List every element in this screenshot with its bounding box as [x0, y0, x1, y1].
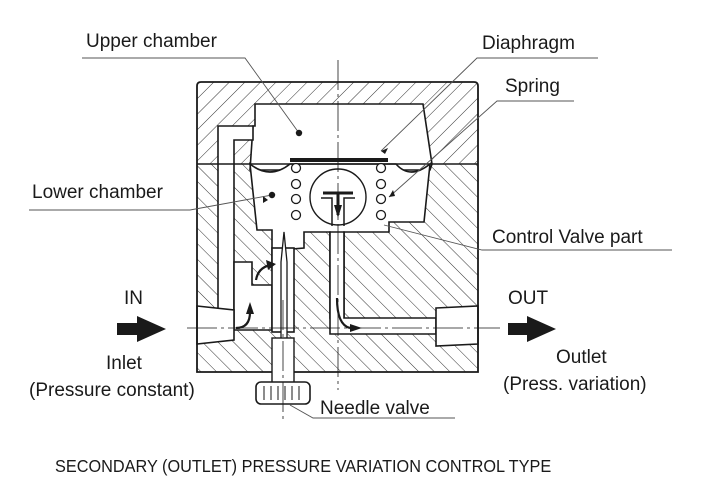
label-upper-chamber: Upper chamber [86, 31, 217, 52]
body-outline [196, 81, 479, 373]
flow-arrow-heads [246, 196, 362, 332]
label-outlet: Outlet [556, 347, 607, 368]
label-needle-valve: Needle valve [320, 398, 430, 419]
label-outlet-note: (Press. variation) [503, 374, 647, 395]
label-spring: Spring [505, 76, 560, 97]
leader-markers [268, 129, 395, 199]
outlet-port [435, 305, 479, 347]
diaphragm-plate [290, 158, 388, 162]
label-inlet-note: (Pressure constant) [29, 380, 195, 401]
label-in: IN [124, 288, 143, 309]
inlet-port [196, 305, 235, 345]
label-lower-chamber: Lower chamber [32, 182, 163, 203]
valve-seat [321, 197, 355, 226]
label-diaphragm: Diaphragm [482, 33, 575, 54]
spring-coils [290, 162, 387, 221]
label-out: OUT [508, 288, 549, 309]
label-control-valve-part: Control Valve part [492, 227, 643, 248]
out-arrow-icon [508, 316, 556, 342]
label-inlet: Inlet [106, 353, 142, 374]
leader-lines [29, 57, 672, 419]
diagram-caption: SECONDARY (OUTLET) PRESSURE VARIATION CO… [55, 456, 552, 476]
inlet-passage [233, 261, 273, 331]
in-arrow-icon [117, 316, 166, 342]
